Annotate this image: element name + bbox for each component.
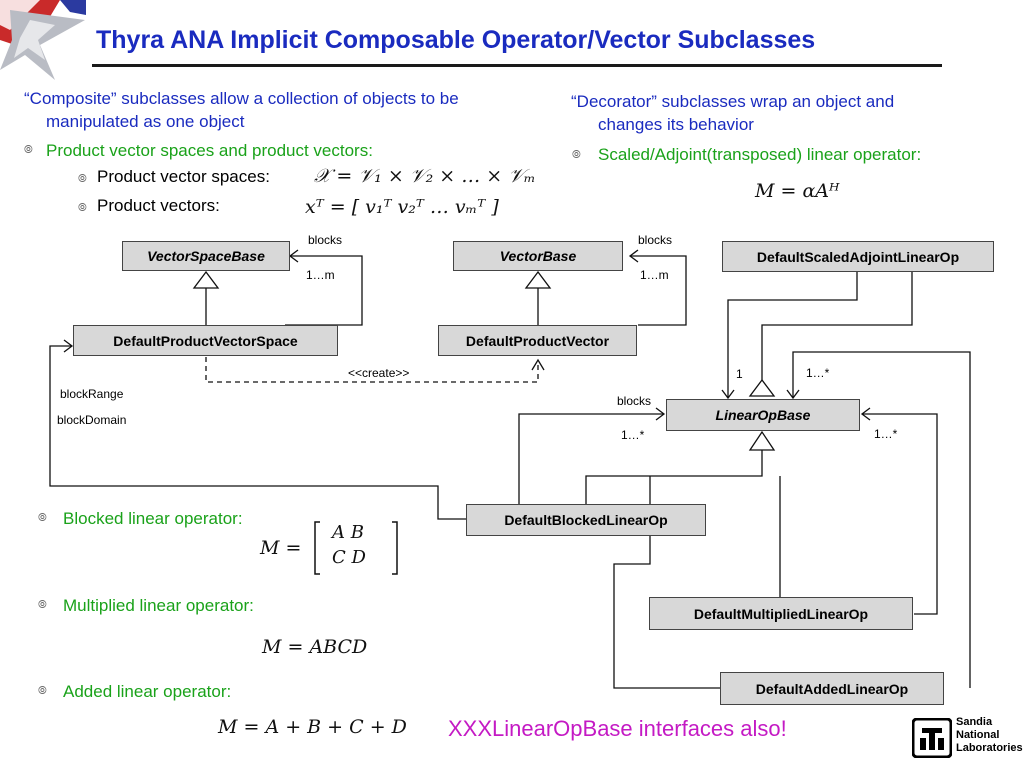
logo-line: National bbox=[956, 729, 1000, 741]
formula-added: M = A + B + C + D bbox=[218, 716, 407, 738]
formula-blocked-lhs: M = bbox=[260, 537, 302, 559]
label-multiplicity: 1 bbox=[736, 367, 743, 381]
label-multiplicity: 1…* bbox=[874, 427, 898, 441]
formula-product-space: 𝒳 = 𝒱₁ × 𝒱₂ × … × 𝒱ₘ bbox=[314, 165, 536, 187]
box-default-product-vector: DefaultProductVector bbox=[438, 325, 637, 356]
decorator-intro-line2: changes its behavior bbox=[598, 115, 754, 134]
matrix-brackets bbox=[314, 521, 398, 575]
bullet-product-vectors: Product vector spaces and product vector… bbox=[46, 141, 373, 160]
bullet-icon: ⦾ bbox=[572, 149, 581, 161]
box-default-product-vector-space: DefaultProductVectorSpace bbox=[73, 325, 338, 356]
sub-product-vector-spaces: Product vector spaces: bbox=[97, 167, 270, 186]
box-vector-space-base: VectorSpaceBase bbox=[122, 241, 290, 271]
formula-multiplied: M = ABCD bbox=[262, 636, 368, 658]
label-multiplicity: 1…* bbox=[806, 366, 830, 380]
interfaces-note: XXXLinearOpBase interfaces also! bbox=[448, 716, 787, 741]
composite-intro-line2: manipulated as one object bbox=[46, 112, 245, 131]
box-default-added-linear-op: DefaultAddedLinearOp bbox=[720, 672, 944, 705]
logo-line: Sandia bbox=[956, 716, 993, 728]
label-block-domain: blockDomain bbox=[57, 413, 127, 427]
label-multiplicity: 1…* bbox=[621, 428, 645, 442]
page-title: Thyra ANA Implicit Composable Operator/V… bbox=[96, 26, 816, 54]
box-default-blocked-linear-op: DefaultBlockedLinearOp bbox=[466, 504, 706, 536]
sandia-thunderbird-icon bbox=[912, 718, 952, 758]
flag-star-logo bbox=[0, 0, 86, 80]
label-block-range: blockRange bbox=[60, 387, 124, 401]
composite-intro-line1: “Composite” subclasses allow a collectio… bbox=[24, 89, 459, 108]
bullet-multiplied: Multiplied linear operator: bbox=[63, 596, 254, 615]
bullet-icon: ⦾ bbox=[38, 685, 47, 697]
label-multiplicity: 1…m bbox=[306, 268, 335, 282]
sandia-logo: Sandia National Laboratories bbox=[912, 716, 1023, 762]
bullet-icon: ⦾ bbox=[38, 599, 47, 611]
sub-product-vectors: Product vectors: bbox=[97, 196, 220, 215]
formula-product-vector: xᵀ = [ v₁ᵀ v₂ᵀ … vₘᵀ ] bbox=[305, 196, 499, 218]
label-blocks: blocks bbox=[638, 233, 673, 247]
logo-line: Laboratories bbox=[956, 742, 1023, 754]
bullet-added: Added linear operator: bbox=[63, 682, 232, 701]
box-vector-base: VectorBase bbox=[453, 241, 623, 271]
bullet-blocked: Blocked linear operator: bbox=[63, 509, 243, 528]
bullet-icon: ⦾ bbox=[78, 173, 87, 185]
box-default-multiplied-linear-op: DefaultMultipliedLinearOp bbox=[649, 597, 913, 630]
matrix-row2: C D bbox=[332, 547, 366, 568]
label-blocks: blocks bbox=[617, 394, 652, 408]
bullet-icon: ⦾ bbox=[38, 512, 47, 524]
label-multiplicity: 1…m bbox=[640, 268, 669, 282]
box-default-scaled-adjoint: DefaultScaledAdjointLinearOp bbox=[722, 241, 994, 272]
bullet-scaled-adjoint: Scaled/Adjoint(transposed) linear operat… bbox=[598, 145, 922, 164]
label-create: <<create>> bbox=[348, 366, 410, 380]
formula-scaled: M = αAᴴ bbox=[755, 180, 840, 202]
bullet-icon: ⦾ bbox=[78, 202, 87, 214]
title-divider bbox=[92, 64, 942, 67]
decorator-intro-line1: “Decorator” subclasses wrap an object an… bbox=[571, 92, 895, 111]
box-linear-op-base: LinearOpBase bbox=[666, 399, 860, 431]
label-blocks: blocks bbox=[308, 233, 343, 247]
bullet-icon: ⦾ bbox=[24, 144, 33, 156]
matrix-row1: A B bbox=[332, 522, 364, 543]
